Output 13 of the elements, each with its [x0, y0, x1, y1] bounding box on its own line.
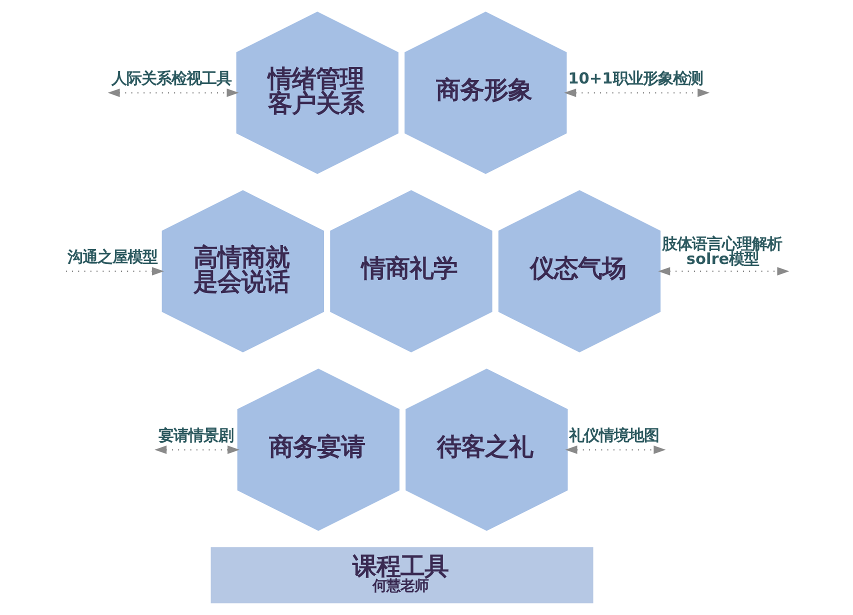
edge-label: 10+1职业形象检测: [568, 70, 703, 88]
arrow: [154, 446, 240, 454]
arrow: [66, 267, 164, 276]
arrow: [658, 267, 790, 276]
edge-label: 沟通之屋模型: [68, 248, 158, 266]
edge-label: 礼仪情境地图: [569, 426, 660, 445]
node-box: 课程工具 何慧老师: [210, 547, 594, 604]
arrow: [564, 88, 710, 98]
arrow: [108, 88, 239, 98]
edge-label: 人际关系检视工具: [112, 70, 232, 88]
edge-label: 宴请情景剧: [158, 426, 234, 445]
arrow: [565, 446, 666, 454]
edge-label: 肢体语言心理解析 solre模型: [662, 234, 782, 268]
